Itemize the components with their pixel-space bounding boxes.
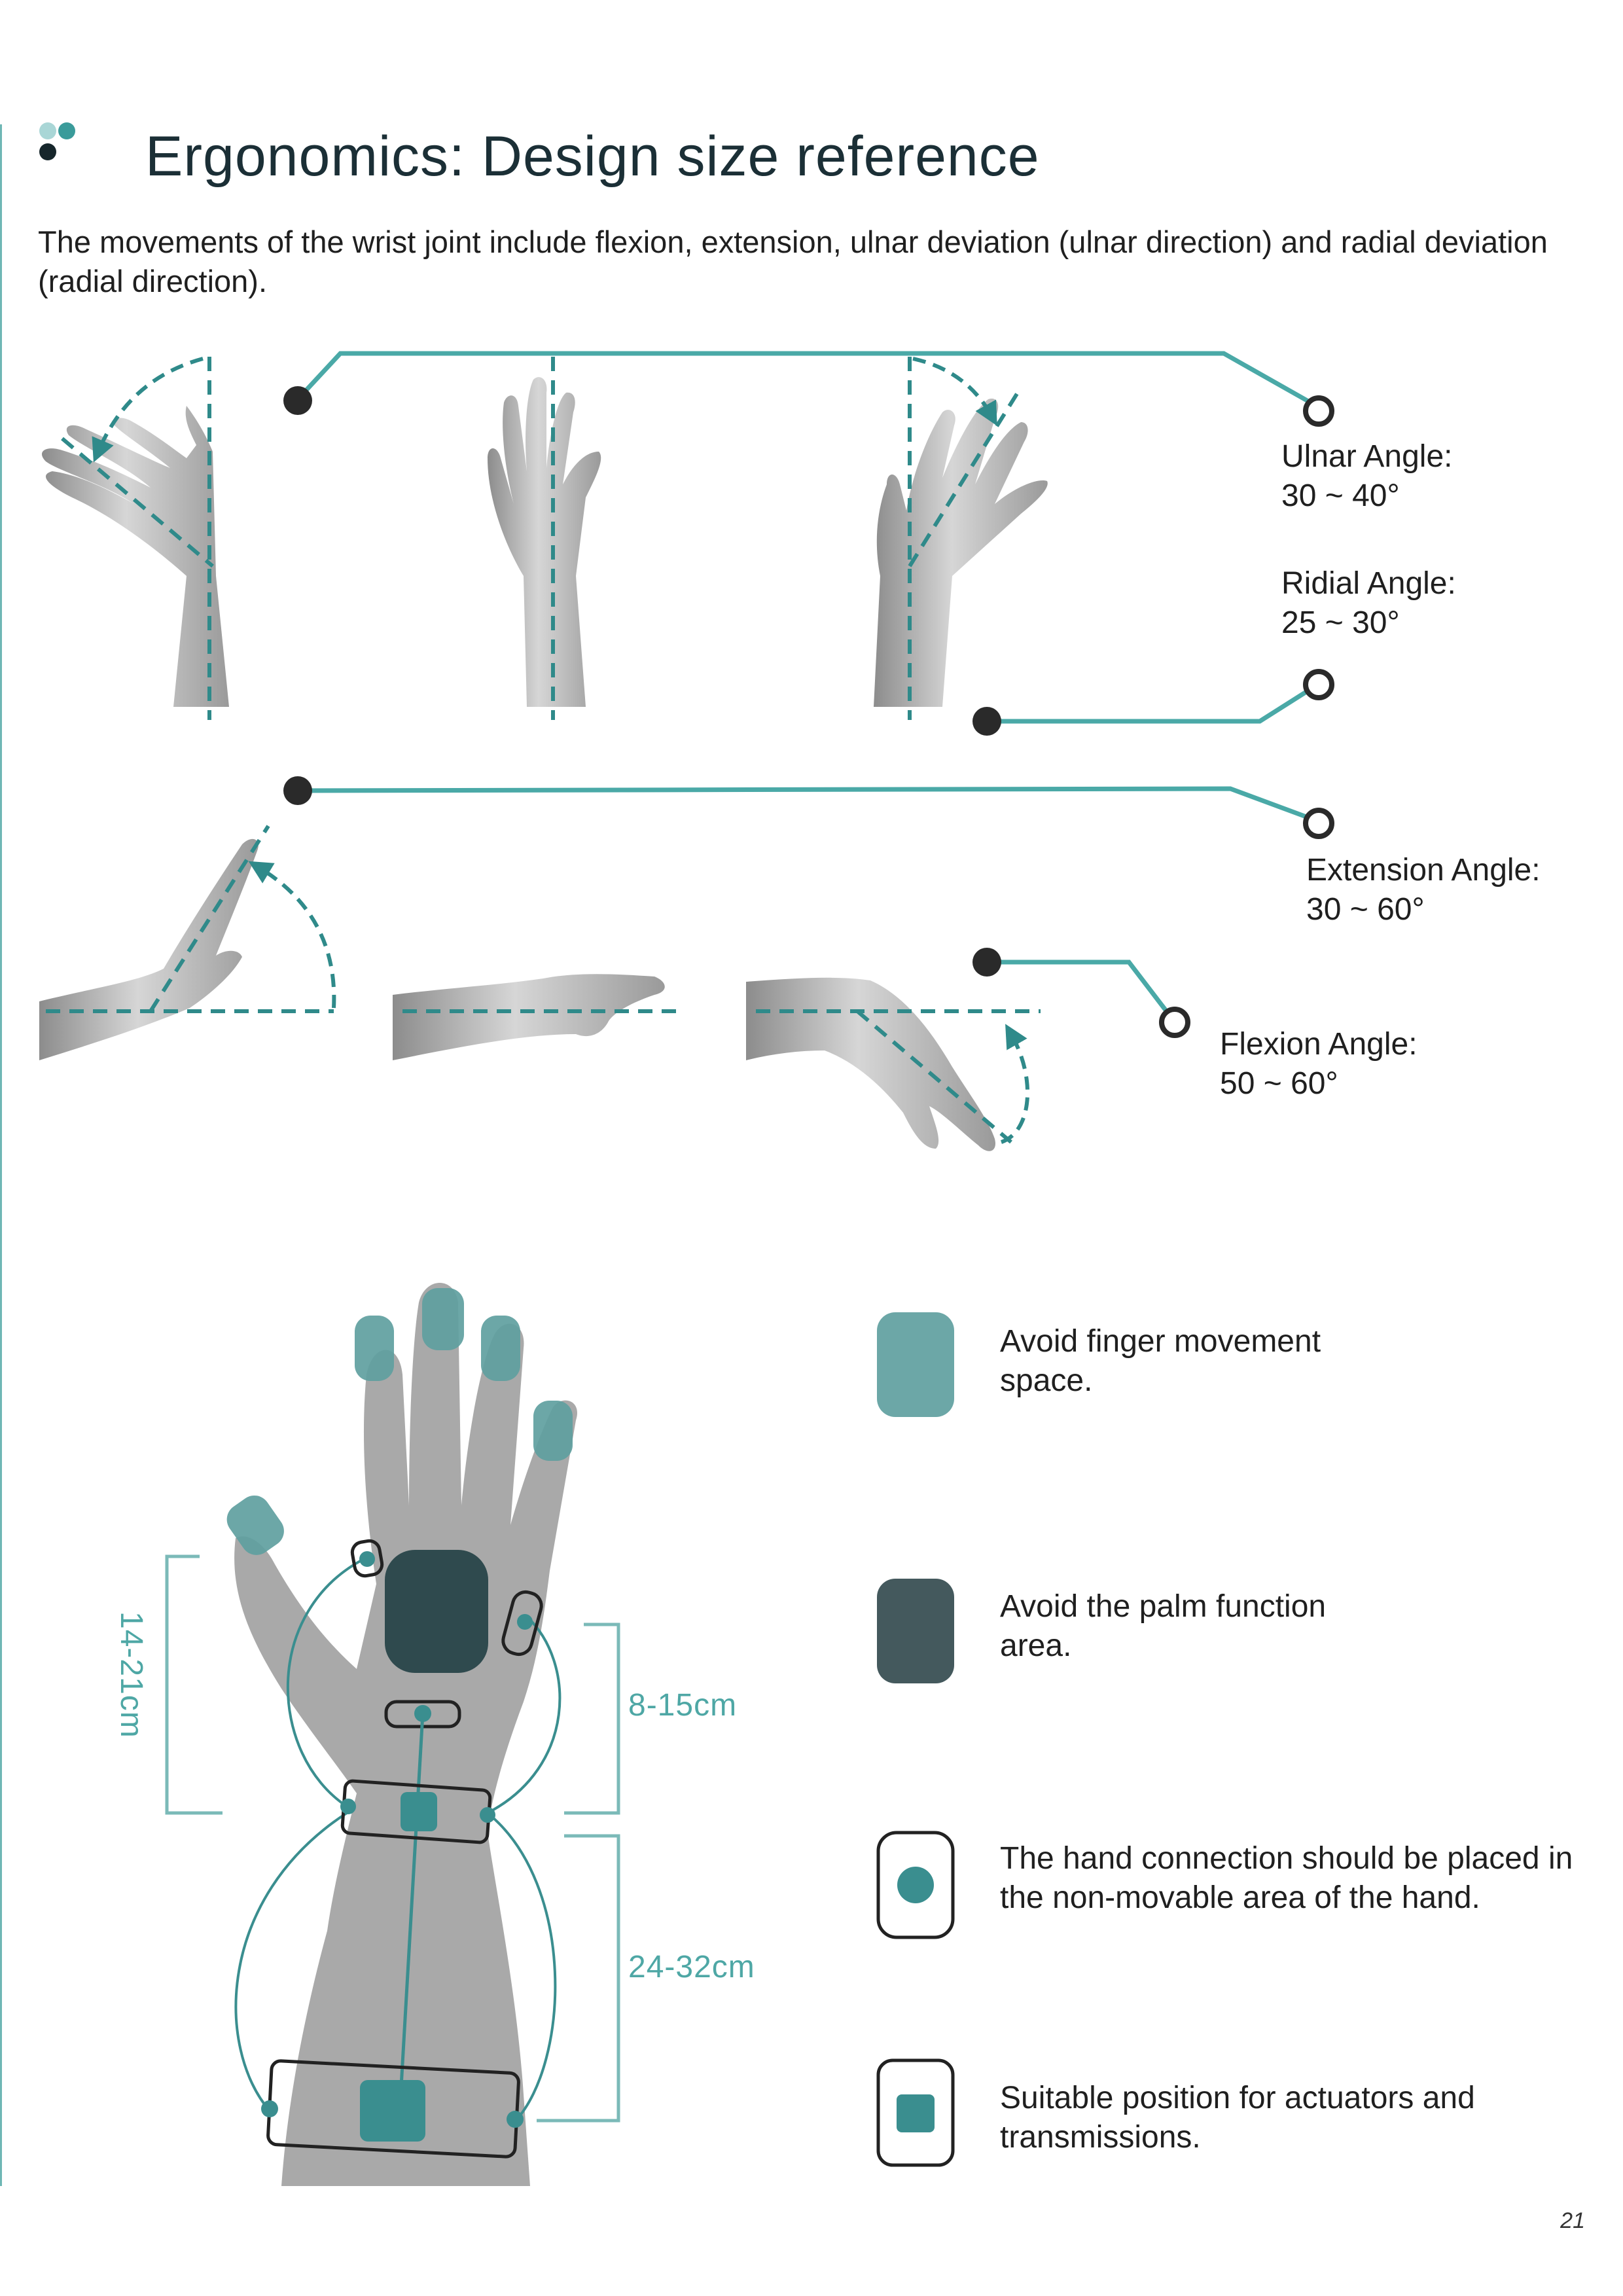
ulnar-end-ring bbox=[1303, 395, 1334, 427]
flexion-end-ring bbox=[1159, 1007, 1190, 1038]
ulnar-start-dot bbox=[283, 386, 312, 415]
flexion-angle-label: Flexion Angle:50 ~ 60° bbox=[1220, 1027, 1418, 1101]
page-number: 21 bbox=[1560, 2208, 1585, 2233]
palm-zone-label: 8-15cm bbox=[628, 1688, 738, 1723]
forearm-zone-label: 24-32cm bbox=[628, 1950, 755, 1984]
logo-dots-icon bbox=[39, 122, 75, 160]
extension-end-ring bbox=[1303, 808, 1334, 839]
hand-flat-neutral bbox=[393, 974, 684, 1060]
page-title: Ergonomics: Design size reference bbox=[145, 125, 1040, 188]
radial-connector bbox=[987, 682, 1320, 724]
legend-palm-zone: Avoid the palm function area. bbox=[1000, 1589, 1327, 1663]
extension-connector bbox=[297, 786, 1320, 824]
ulnar-connector bbox=[296, 351, 1320, 410]
radial-angle-label: Ridial Angle:25 ~ 30° bbox=[1281, 566, 1456, 640]
radial-start-dot bbox=[972, 707, 1001, 736]
hand-extension bbox=[39, 825, 336, 1060]
intro-paragraph: The movements of the wrist joint include… bbox=[38, 224, 1548, 298]
hand-radial-deviation bbox=[874, 357, 1048, 720]
legend-swatches bbox=[876, 1312, 955, 2167]
hand-placement-diagram bbox=[165, 1283, 620, 2186]
hand-flexion bbox=[746, 977, 1041, 1151]
finger-zone-swatch bbox=[877, 1312, 954, 1417]
hand-ulnar-deviation bbox=[42, 357, 229, 720]
legend-actuator: Suitable position for actuators and tran… bbox=[1000, 2081, 1475, 2155]
page-margin-rule bbox=[0, 124, 2, 2186]
extension-start-dot bbox=[283, 776, 312, 805]
legend-finger-zone: Avoid finger movement space. bbox=[1000, 1324, 1321, 1398]
legend-connection: The hand connection should be placed in … bbox=[1000, 1841, 1573, 1915]
palm-zone-swatch bbox=[877, 1579, 954, 1683]
hand-neutral bbox=[488, 357, 601, 720]
radial-end-ring bbox=[1303, 669, 1334, 700]
hand-length-label: 14-21cm bbox=[114, 1611, 149, 1738]
flexion-connector bbox=[987, 960, 1173, 1020]
flexion-start-dot bbox=[972, 948, 1001, 977]
extension-angle-label: Extension Angle:30 ~ 60° bbox=[1306, 853, 1541, 927]
ulnar-angle-label: Ulnar Angle:30 ~ 40° bbox=[1281, 439, 1453, 513]
